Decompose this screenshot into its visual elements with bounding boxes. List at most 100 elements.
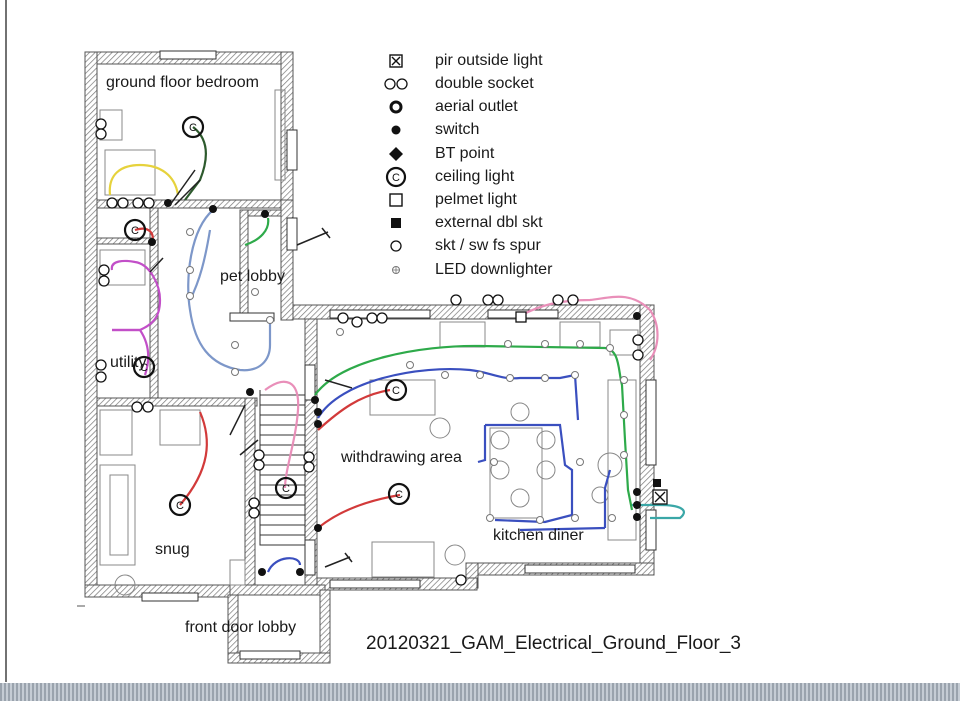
- ceiling-light-icon: [387, 482, 411, 506]
- outside-lights: [149, 169, 353, 568]
- wire-blue: [519, 526, 606, 532]
- switch-icon: [261, 210, 269, 218]
- window: [304, 539, 316, 576]
- pir-outside-light-icon: [389, 54, 403, 68]
- wire-yellow: [108, 163, 180, 196]
- switch-icon: [633, 501, 641, 509]
- sofa: [99, 464, 136, 566]
- wall: [239, 209, 249, 316]
- skt-sw-fs-spur-icon: [390, 240, 402, 252]
- ceiling-light-icon: [181, 115, 205, 139]
- switch-icon: [209, 205, 217, 213]
- wiring: [108, 126, 686, 573]
- wire-light-blue: [189, 229, 212, 301]
- svg-text:C: C: [395, 489, 403, 501]
- bed: [104, 149, 156, 196]
- room-label-pet-lobby: pet lobby: [220, 268, 285, 285]
- dining-table: [489, 427, 543, 519]
- window: [304, 364, 316, 401]
- pelmet-light-icon: [389, 193, 403, 207]
- wire-teal: [632, 503, 686, 520]
- wire-dark-green: [184, 126, 207, 201]
- lamp: [429, 417, 451, 439]
- ceiling-light-icon: [168, 493, 192, 517]
- wall: [96, 237, 153, 245]
- armchair: [99, 409, 133, 456]
- switch-icon: [314, 524, 322, 532]
- downlighters: [186, 228, 628, 524]
- lamp: [444, 544, 466, 566]
- sofa: [369, 379, 436, 416]
- switch-icon: [311, 396, 319, 404]
- wire-pink: [264, 380, 300, 489]
- room-label-snug: snug: [155, 541, 190, 558]
- armchair: [159, 409, 201, 446]
- legend-label: skt / sw fs spur: [435, 237, 541, 254]
- switch-icon: [246, 388, 254, 396]
- wire-pink: [519, 295, 659, 361]
- ceiling-light-icon: [274, 476, 298, 500]
- wire-magenta: [110, 259, 162, 332]
- wall: [96, 397, 258, 407]
- wire-red: [317, 388, 391, 431]
- legend-label: pelmet light: [435, 191, 517, 208]
- switch-icon: [633, 513, 641, 521]
- wire-green: [244, 217, 270, 247]
- switch-icon: [633, 488, 641, 496]
- legend-label: BT point: [435, 145, 495, 162]
- ceiling-lights: [123, 115, 411, 517]
- window: [159, 50, 217, 60]
- worktop: [439, 321, 486, 348]
- legend-label: switch: [435, 121, 480, 138]
- switch-icon: [314, 408, 322, 416]
- switch-icon: [314, 420, 322, 428]
- window: [329, 579, 421, 589]
- ceiling-light-icon: [123, 218, 147, 242]
- ceiling-light-icon: C: [385, 166, 407, 188]
- room-label-kitchen-diner: kitchen diner: [493, 527, 584, 544]
- room-label-front-door-lobby: front door lobby: [185, 619, 297, 636]
- wire-red: [179, 411, 208, 506]
- legend-label: ceiling light: [435, 168, 515, 185]
- bottom-strip: [0, 683, 960, 701]
- external-dbl-skt-icon: [653, 479, 661, 487]
- room-label-withdrawing-area: withdrawing area: [341, 449, 462, 466]
- ceiling-light-icon: [132, 355, 156, 379]
- wall: [229, 584, 326, 596]
- wire-blue: [485, 423, 574, 524]
- external-dbl-skt-icon: [391, 218, 401, 228]
- sofa: [371, 541, 435, 578]
- room-label-ground-floor-bedroom: ground floor bedroom: [106, 74, 259, 91]
- wire-blue: [477, 425, 487, 464]
- aerial-outlet-icon: [389, 100, 403, 114]
- lamp: [114, 574, 136, 596]
- wire-blue: [603, 469, 612, 528]
- svg-text:C: C: [189, 122, 197, 134]
- wire-light-blue: [187, 209, 272, 372]
- switches: [148, 199, 661, 576]
- legend-label: aerial outlet: [435, 98, 518, 115]
- switch-icon: [296, 568, 304, 576]
- bt-point-icon: [389, 147, 403, 161]
- window: [286, 129, 298, 171]
- legend-label: LED downlighter: [435, 261, 553, 278]
- switch-icon: [633, 312, 641, 320]
- svg-text:C: C: [176, 500, 184, 512]
- wall: [244, 397, 256, 589]
- window: [239, 650, 301, 660]
- wire-blue: [266, 557, 302, 573]
- sockets: [95, 118, 644, 586]
- ceiling-light-icon: [384, 378, 408, 402]
- legend-label: pir outside light: [435, 52, 543, 69]
- window: [141, 592, 199, 602]
- window: [645, 379, 657, 466]
- window: [645, 509, 657, 551]
- svg-text:C: C: [392, 385, 400, 397]
- room-label-utility: utility: [110, 354, 147, 371]
- window: [286, 217, 298, 251]
- window: [524, 564, 636, 574]
- pelmet-light-icon: [515, 311, 527, 323]
